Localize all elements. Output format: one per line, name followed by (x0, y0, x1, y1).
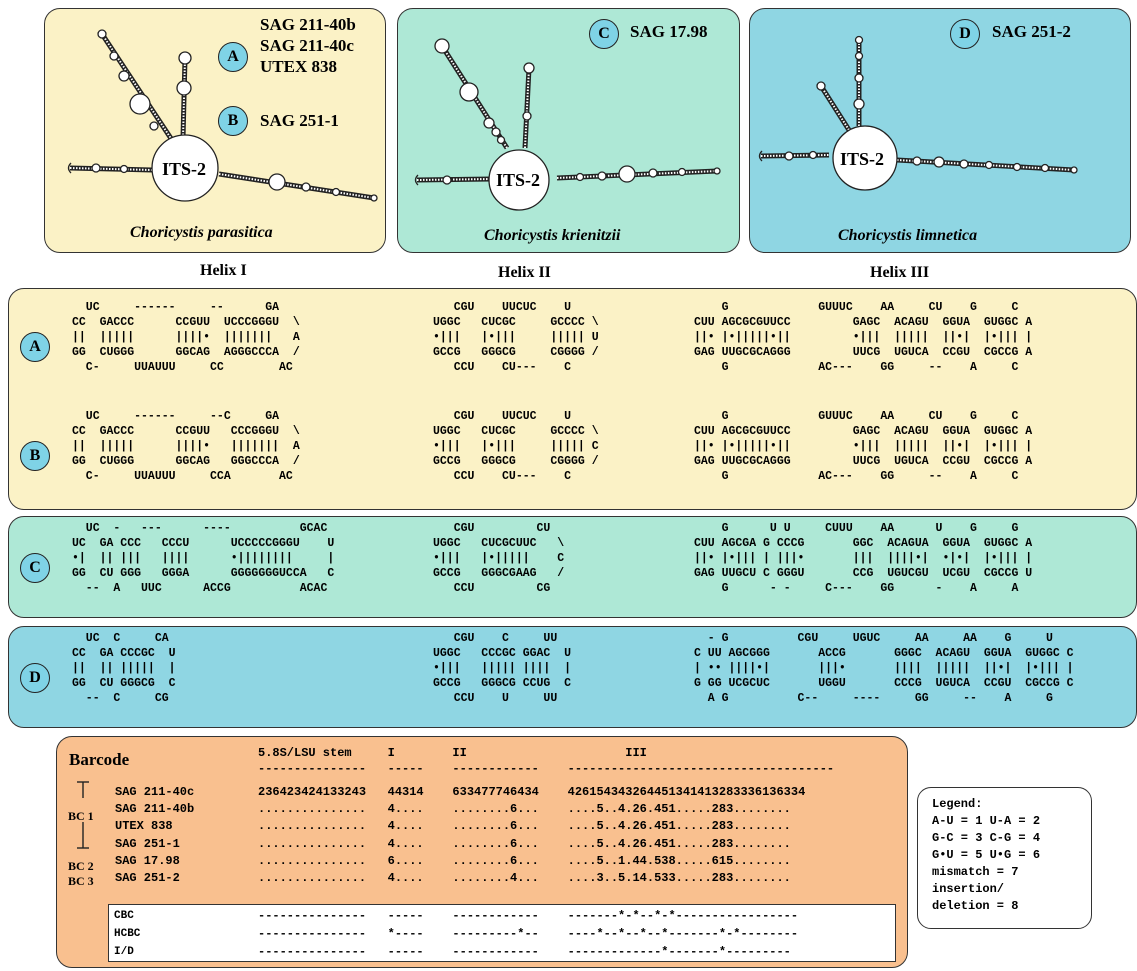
helix1-alignment-a: UC ------ -- GA CC GACCC CCGUU UCCCGGGU … (72, 301, 300, 374)
barcode-strain: UTEX 838 (115, 819, 173, 833)
strain-badge-c: C (589, 19, 619, 49)
comparison-row-id: --------------- ----- ------------ -----… (258, 945, 791, 959)
barcode-header: 5.8S/LSU stem I II III --------------- -… (258, 746, 835, 776)
strain-name-sag-251-1: SAG 251-1 (260, 111, 339, 130)
helix1-alignment-b: UC ------ --C GA CC GACCC CCGUU CCCGGGU … (72, 410, 300, 483)
helix1-alignment-d: UC C CA CC GA CCCGC U || || ||||| | GG C… (72, 632, 176, 705)
helix3-alignment-c: G U U CUUU AA U G G CUU AGCGA G CCCG GGC… (694, 522, 1033, 595)
its2-label-krienitzii: ITS-2 (496, 170, 541, 190)
helix2-alignment-a: CGU UUCUC U UGGC CUCGC GCCCC \ •||| |•||… (433, 301, 599, 374)
helix-title-2: Helix II (498, 264, 551, 281)
helix1-alignment-c: UC - --- ---- GCAC UC GA CCC CCCU UCCCCC… (72, 522, 335, 595)
strain-name-sag-17-98: SAG 17.98 (630, 22, 708, 41)
strain-badge-d: D (950, 19, 980, 49)
alignment-panel-d (8, 626, 1137, 728)
its2-label-parasitica: ITS-2 (162, 159, 207, 179)
barcode-label-bc2: BC 2 (68, 859, 94, 873)
alignment-badge-a: A (20, 332, 50, 362)
species-name-krienitzii: Choricystis krienitzii (484, 227, 621, 244)
its2-structure-diagram-limnetica (758, 35, 1078, 191)
alignment-badge-d: D (20, 663, 50, 693)
comparison-label-id: I/D (114, 946, 134, 958)
barcode-sequence: ............... 4.... ........6... ....5… (258, 819, 791, 833)
barcode-strain: SAG 251-1 (115, 837, 180, 851)
legend-line: insertion/ (932, 882, 1005, 896)
helix2-alignment-d: CGU C UU UGGC CCCGC GGAC U •||| ||||| ||… (433, 632, 572, 705)
barcode-sequence: ............... 4.... ........6... ....5… (258, 802, 791, 816)
comparison-label-hcbc: HCBC (114, 928, 141, 940)
its2-structure-diagram-parasitica (67, 29, 378, 202)
legend-line: deletion = 8 (932, 899, 1019, 913)
barcode-strain: SAG 211-40b (115, 802, 195, 816)
legend-box (917, 787, 1092, 929)
barcode-strain: SAG 17.98 (115, 854, 180, 868)
helix-title-1: Helix I (200, 262, 247, 279)
structure-panel-parasitica (44, 8, 386, 253)
helix3-alignment-d: - G CGU UGUC AA AA G U C UU AGCGGG ACCG … (694, 632, 1074, 705)
legend-line: G•U = 5 U•G = 6 (932, 848, 1041, 862)
barcode-label-bc1: BC 1 (68, 809, 94, 823)
barcode-sequence: 236423424133243 44314 633477746434 42615… (258, 785, 806, 799)
strain-name-utex-838: UTEX 838 (260, 57, 337, 76)
barcode-sequence: ............... 4.... ........4... ....3… (258, 871, 791, 885)
strain-badge-b: B (218, 106, 248, 136)
legend-line: A-U = 1 U-A = 2 (932, 814, 1041, 828)
comparison-box (108, 904, 896, 962)
structure-panel-limnetica (749, 8, 1131, 253)
alignment-badge-b: B (20, 441, 50, 471)
strain-name-sag-251-2: SAG 251-2 (992, 22, 1071, 41)
comparison-row-hcbc: --------------- *---- ---------*-- ----*… (258, 927, 799, 941)
legend-line: G-C = 3 C-G = 4 (932, 831, 1041, 845)
barcode-strain: SAG 211-40c (115, 785, 195, 799)
helix2-alignment-b: CGU UUCUC U UGGC CUCGC GCCCC \ •||| |•||… (433, 410, 599, 483)
species-name-parasitica: Choricystis parasitica (130, 224, 273, 241)
alignment-panel-c (8, 516, 1137, 618)
helix-title-3: Helix III (870, 264, 930, 281)
strain-name-sag-211-40b: SAG 211-40b (260, 15, 356, 34)
its2-structure-diagram-krienitzii (414, 38, 721, 211)
barcode-sequence: ............... 6.... ........6... ....5… (258, 854, 791, 868)
comparison-label-cbc: CBC (114, 910, 134, 922)
barcode-bracket (77, 781, 89, 849)
alignment-panel-ab (8, 288, 1137, 510)
barcode-strain: SAG 251-2 (115, 871, 180, 885)
strain-name-sag-211-40c: SAG 211-40c (260, 36, 354, 55)
its2-label-limnetica: ITS-2 (840, 149, 885, 169)
species-name-limnetica: Choricystis limnetica (838, 227, 978, 244)
helix2-alignment-c: CGU CU UGGC CUCGCUUC \ •||| |•||||| C GC… (433, 522, 565, 595)
structure-panel-krienitzii (397, 8, 740, 253)
legend-line: mismatch = 7 (932, 865, 1019, 879)
strain-badge-a: A (218, 42, 248, 72)
legend-title: Legend: (932, 797, 983, 811)
barcode-label-bc3: BC 3 (68, 874, 94, 888)
barcode-title: Barcode (69, 750, 130, 769)
barcode-sequence: ............... 4.... ........6... ....5… (258, 837, 791, 851)
alignment-badge-c: C (20, 553, 50, 583)
comparison-row-cbc: --------------- ----- ------------ -----… (258, 909, 799, 923)
helix3-alignment-b: G GUUUC AA CU G C CUU AGCGCGUUCC GAGC AC… (694, 410, 1033, 483)
helix3-alignment-a: G GUUUC AA CU G C CUU AGCGCGUUCC GAGC AC… (694, 301, 1033, 374)
